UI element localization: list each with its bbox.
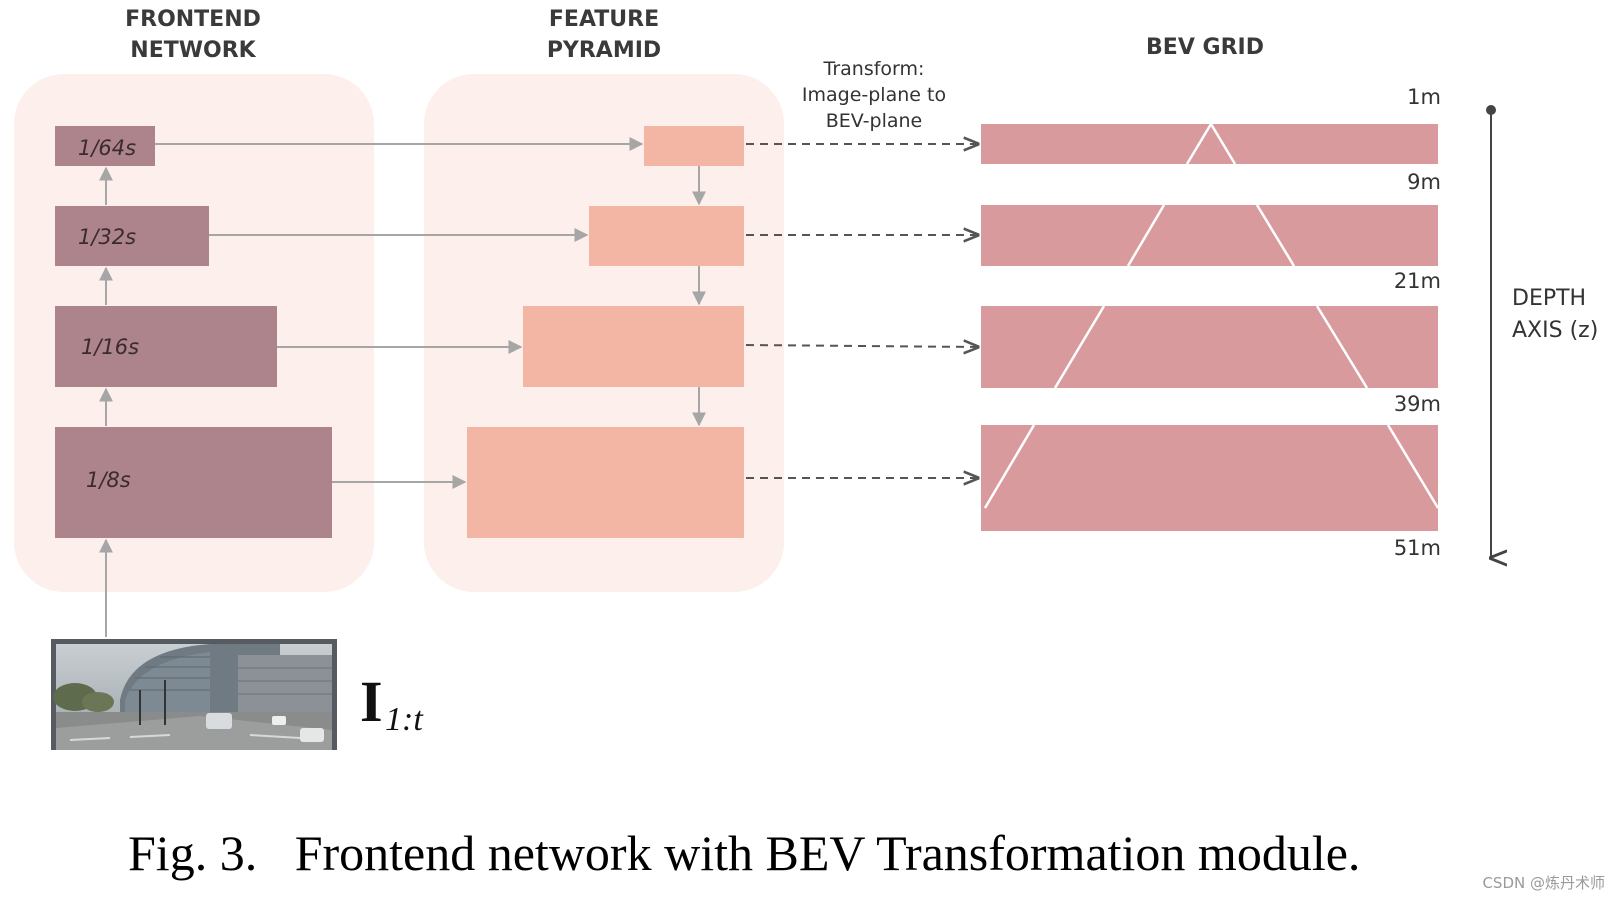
frontend-level-8-label: 1/8s [86, 468, 131, 492]
transform-label-line2: Image-plane to [802, 84, 946, 106]
frontend-header-line1: FRONTEND [125, 7, 261, 32]
frontend-level-16 [55, 306, 277, 387]
frontend-level-32 [55, 206, 209, 266]
bev-strip-4 [981, 424, 1440, 531]
input-symbol: I [360, 669, 383, 734]
distance-label-51m: 51m [1394, 536, 1441, 560]
distance-label-1m: 1m [1407, 85, 1441, 109]
distance-label-39m: 39m [1394, 392, 1441, 416]
bev-strip-2 [981, 204, 1438, 267]
pyramid-level-1 [644, 126, 744, 166]
transform-label-line3: BEV-plane [826, 110, 923, 132]
frontend-level-64 [55, 126, 155, 166]
street-scene-photo-icon [51, 639, 337, 750]
pyramid-level-4 [467, 427, 744, 538]
bev-strip-3 [981, 305, 1438, 389]
depth-axis-label-line1: DEPTH [1512, 286, 1586, 311]
frontend-level-8 [55, 427, 332, 538]
figure-caption: Fig. 3. Frontend network with BEV Transf… [128, 825, 1360, 881]
frontend-level-16-label: 1/16s [81, 335, 139, 359]
pyramid-header-line1: FEATURE [549, 7, 659, 32]
distance-label-21m: 21m [1394, 269, 1441, 293]
frontend-level-32-label: 1/32s [78, 225, 136, 249]
transform-label-line1: Transform: [823, 58, 925, 80]
pyramid-level-3 [523, 306, 744, 387]
pyramid-level-2 [589, 206, 744, 266]
bev-strip-1 [981, 121, 1438, 165]
pyramid-header-line2: PYRAMID [547, 38, 661, 63]
distance-label-9m: 9m [1407, 170, 1441, 194]
frontend-level-64-label: 1/64s [78, 136, 136, 160]
depth-axis-label-line2: AXIS (z) [1512, 318, 1598, 343]
frontend-header-line2: NETWORK [130, 38, 256, 63]
transform-arrow-3 [745, 345, 978, 347]
watermark: CSDN @炼丹术师 [1482, 874, 1605, 892]
input-symbol-subscript: 1:t [385, 701, 424, 738]
bev-header: BEV GRID [1146, 35, 1264, 60]
